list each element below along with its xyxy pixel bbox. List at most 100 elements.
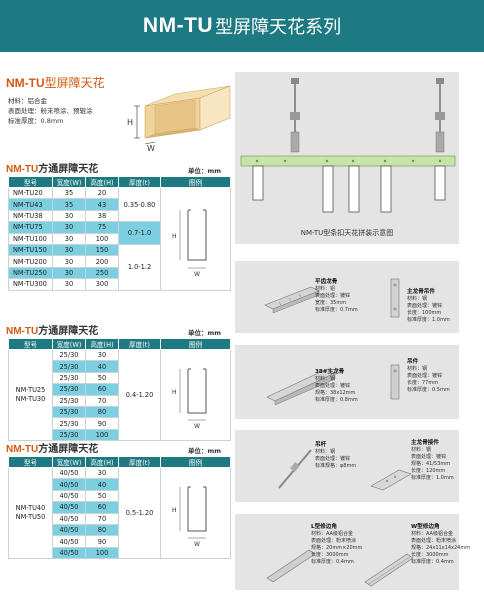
thickness-cell: 1.0-1.2 (118, 243, 161, 291)
table-header: 型号 宽度(W) 高度(H) 厚度(t) 图例 (8, 456, 231, 468)
table-row: NM-TU75 30 75 0.7-1.0 (8, 221, 231, 245)
cell: 50 (85, 489, 119, 503)
col-header: 宽度(W) (52, 456, 86, 468)
dim-w-label: W (194, 541, 200, 547)
cell: NM-TU250 (8, 266, 53, 280)
cell: 35 (52, 198, 86, 211)
spec-line: 材料：铝合金 (8, 97, 47, 105)
intro-specs: 材料：铝合金 表面处理：粉末喷涂、预辊涂 标准厚度：0.8mm (8, 96, 93, 126)
cell: 30 (52, 278, 86, 291)
col-header: 厚度(t) (118, 338, 161, 350)
accessory-label: 38#主龙骨 材料：钢 表面处理：镀锌 规格：38x12mm 标准厚度：0.8m… (315, 369, 358, 403)
cell: 43 (85, 198, 119, 211)
thickness-cell: 0.5-1.20 (118, 466, 161, 560)
table-row: NM-TU40 NM-TU50 40/50 30 0.5-1.20 H W (8, 466, 231, 560)
cell: 30 (85, 466, 119, 480)
table3-title: NM-TU方通屏障天花 (6, 444, 99, 455)
accessory-label: 吊杆 材料：钢 表面处理：镀锌 标准规格：φ8mm (315, 442, 357, 469)
cell: 70 (85, 512, 119, 525)
table1-unit: 单位：mm (188, 167, 222, 175)
model-cell: NM-TU25 NM-TU30 (8, 348, 53, 442)
cell: NM-TU43 (8, 198, 53, 211)
cell: 80 (85, 523, 119, 537)
cell: 40/50 (52, 546, 86, 560)
col-header: 图例 (160, 338, 231, 350)
cell: 20 (85, 186, 119, 200)
cell: 40/50 (52, 501, 86, 514)
table-header: 型号 宽度(W) 高度(H) 厚度(t) 图例 (8, 338, 231, 350)
table1-title: NM-TU方通屏障天花 (6, 164, 99, 175)
spec-line: 标准厚度：0.8mm (8, 117, 64, 125)
intro-title: NM-TU型屏障天花 (6, 76, 105, 90)
cell: 70 (85, 394, 119, 407)
accessory-panel-3: 吊杆 材料：钢 表面处理：镀锌 标准规格：φ8mm 主龙骨接件 材料：钢 表面处… (235, 430, 459, 502)
cell: 25/30 (52, 417, 86, 430)
installation-diagram (240, 78, 456, 213)
accessory-panel-1: 平齿龙骨 材料：铝 表面处理：镀锌 宽度：35mm 标准厚度：0.7mm 主龙骨… (235, 261, 459, 333)
cell: 25/30 (52, 348, 86, 362)
u-channel-illustration: H W (127, 85, 231, 152)
col-header: 宽度(W) (52, 338, 86, 350)
cell: 30 (52, 243, 86, 257)
accessory-label: W型修边角 材料：AA级铝合金 表面处理：粉末喷涂 规格：24x11x14x24… (411, 524, 471, 565)
l-trim-illustration (266, 549, 316, 583)
hanger-illustration (390, 364, 400, 400)
spec-line: 表面处理：粉末喷涂、预辊涂 (8, 107, 93, 115)
table2: 型号 宽度(W) 高度(H) 厚度(t) 图例 NM-TU25 NM-TU30 … (8, 338, 231, 442)
cell: 250 (85, 266, 119, 280)
table1: 型号 宽度(W) 高度(H) 厚度(t) 图例 NM-TU20 35 20 0.… (8, 176, 231, 291)
col-header: 型号 (8, 338, 53, 350)
cell: 30 (52, 232, 86, 245)
cell: 40 (85, 478, 119, 491)
col-header: 型号 (8, 176, 53, 188)
cell: 150 (85, 243, 119, 257)
cell: 60 (85, 383, 119, 396)
cell: 30 (85, 348, 119, 362)
cell: 25/30 (52, 428, 86, 442)
intro-dim-w: W (147, 144, 155, 152)
flat-tooth-keel-illustration (264, 286, 320, 313)
cell: 25/30 (52, 394, 86, 407)
cell: 50 (85, 371, 119, 385)
table-row: NM-TU200 30 200 (8, 255, 231, 268)
table-row: NM-TU300 30 300 (8, 278, 231, 291)
main-keel-connector-illustration (370, 469, 412, 491)
cell: 40/50 (52, 512, 86, 525)
accessory-label: L型修边角 材料：AA级铝合金 表面处理：粉末喷涂 规格：20mm×20mm 长… (311, 524, 363, 565)
cell: 90 (85, 535, 119, 548)
installation-caption: NM-TU型条扣天花拼装示意图 (300, 229, 394, 237)
dim-h-label: H (172, 233, 177, 240)
accessory-panel-2: 38#主龙骨 材料：钢 表面处理：镀锌 规格：38x12mm 标准厚度：0.8m… (235, 345, 459, 419)
model-cell: NM-TU40 NM-TU50 (8, 466, 53, 560)
cell: 100 (85, 546, 119, 560)
profile-diagram: H W (172, 486, 206, 548)
main-keel-hanger-illustration (390, 278, 400, 318)
table-row: NM-TU150 30 150 1.0-1.2 (8, 243, 231, 291)
profile-figure-cell: H W (160, 348, 231, 442)
banner-title-bold: NM-TU (142, 14, 214, 37)
w-trim-illustration (364, 553, 414, 587)
dim-h-label: H (172, 507, 177, 514)
cell: 40 (85, 360, 119, 373)
cell: NM-TU75 (8, 221, 53, 234)
cell: 30 (52, 255, 86, 268)
main-keel-38-illustration (266, 368, 336, 405)
hanger-rod-illustration (278, 449, 312, 489)
cell: 25/30 (52, 405, 86, 419)
col-header: 高度(H) (85, 176, 119, 188)
thickness-cell: 0.7-1.0 (118, 221, 161, 245)
table2-title: NM-TU方通屏障天花 (6, 326, 99, 337)
col-header: 高度(H) (85, 456, 119, 468)
banner: NM-TU 型屏障天花系列 (0, 0, 484, 52)
col-header: 图例 (160, 176, 231, 188)
accessory-label: 平齿龙骨 材料：铝 表面处理：镀锌 宽度：35mm 标准厚度：0.7mm (315, 279, 358, 313)
cell: 38 (85, 209, 119, 223)
cell: 100 (85, 232, 119, 245)
cell: NM-TU150 (8, 243, 53, 257)
banner-title: 型屏障天花系列 (215, 17, 342, 38)
table-row: NM-TU100 30 100 (8, 232, 231, 245)
